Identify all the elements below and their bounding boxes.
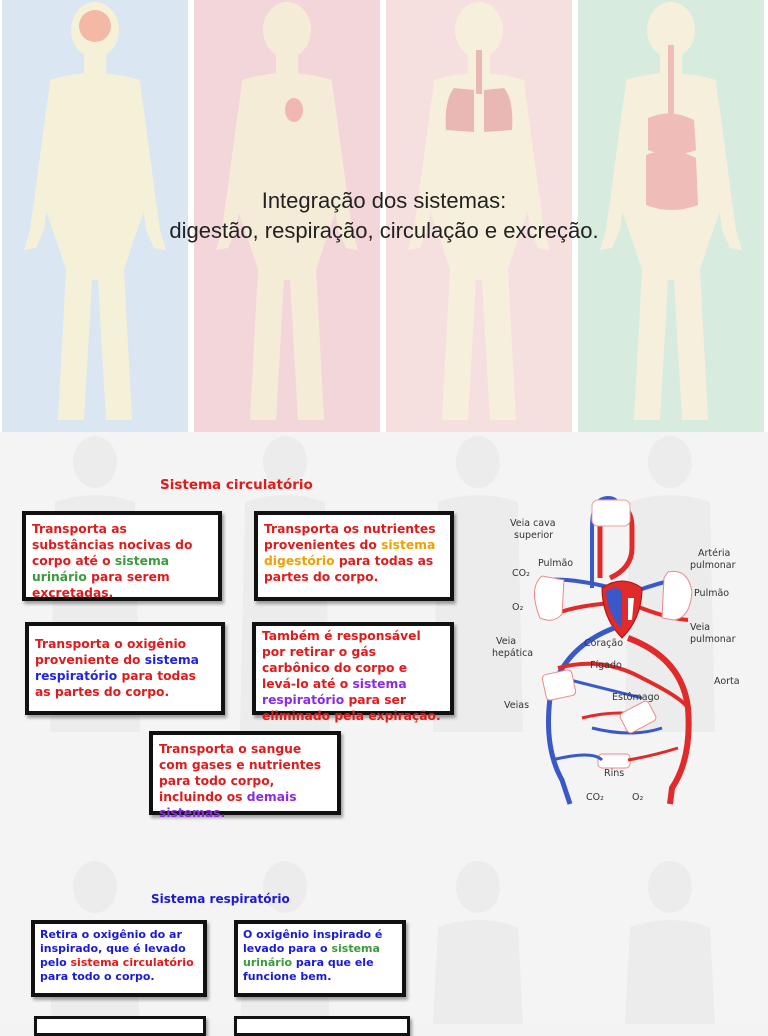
digestive-system-term: sistema digestório	[264, 538, 436, 568]
human-body-figure	[24, 2, 166, 420]
circulatory-card-co2: Também é responsável por retirar o gás c…	[252, 622, 454, 723]
card-text: O oxigênio inspirado é levado para o	[243, 928, 383, 955]
title-line-1: Integração dos sistemas:	[261, 188, 507, 213]
circulation-diagram: Veia cava superior Pulmão CO₂ O₂ Artéria…	[492, 495, 740, 805]
label-veia-hepatica: Veia	[496, 636, 516, 647]
card-text: para serem excretadas.	[32, 570, 170, 600]
circulatory-card-oxygen: Transporta o oxigênio proveniente do sis…	[25, 622, 225, 715]
respiratory-card-oxygen: Retira o oxigênio do ar inspirado, que é…	[31, 920, 207, 997]
human-body-figure	[408, 2, 550, 420]
label-o2-bottom: O₂	[632, 792, 643, 803]
label-co2-bottom: CO₂	[586, 792, 604, 803]
label-pulmao-right: Pulmão	[694, 588, 729, 599]
respiratory-card-partial-2	[234, 1016, 410, 1036]
label-o2: O₂	[512, 602, 523, 613]
label-co2: CO₂	[512, 568, 530, 579]
circulatory-panel	[194, 0, 380, 432]
respiratory-heading: Sistema respiratório	[151, 892, 290, 906]
respiratory-system-term: sistema respiratório	[35, 653, 199, 683]
slide-title: Integração dos sistemas: digestão, respi…	[0, 186, 768, 246]
label-hepatica: hepática	[492, 648, 533, 659]
respiratory-panel	[386, 0, 572, 432]
circulatory-system-term: sistema circulatório	[70, 956, 194, 969]
label-rins: Rins	[604, 768, 624, 779]
card-text: Transporta os nutrientes provenientes do	[264, 522, 436, 552]
respiratory-card-partial-1	[34, 1016, 206, 1036]
nervous-panel	[2, 0, 188, 432]
respiratory-system-term: sistema respiratório	[262, 677, 407, 707]
human-body-figure	[216, 2, 358, 420]
title-line-2: digestão, respiração, circulação e excre…	[169, 218, 599, 243]
intro-slide: Integração dos sistemas: digestão, respi…	[0, 0, 768, 432]
card-text: para todas as partes do corpo.	[264, 554, 434, 584]
label-pulmonar-v: pulmonar	[690, 634, 736, 645]
human-body-figure	[600, 2, 742, 420]
label-estomago: Estômago	[612, 692, 660, 703]
card-text: para todo o corpo.	[40, 970, 155, 983]
circulatory-heading: Sistema circulatório	[160, 477, 313, 493]
label-aorta: Aorta	[714, 676, 740, 687]
label-veia-cava: Veia cava	[510, 518, 556, 529]
card-text: Também é responsável por retirar o gás c…	[262, 629, 421, 691]
circulatory-card-excretion: Transporta as substâncias nocivas do cor…	[22, 511, 222, 601]
label-veia-pulmonar: Veia	[690, 622, 710, 633]
card-text: para todas as partes do corpo.	[35, 669, 196, 699]
card-text: Transporta as substâncias nocivas do cor…	[32, 522, 193, 568]
label-arteria: Artéria	[698, 548, 730, 559]
circulatory-card-blood: Transporta o sangue com gases e nutrient…	[149, 731, 341, 820]
circulatory-card-nutrients: Transporta os nutrientes provenientes do…	[254, 511, 454, 601]
digestive-panel	[578, 0, 764, 432]
card-text: para ser eliminado pela expiração.	[262, 693, 441, 723]
label-pulmonar-a: pulmonar	[690, 560, 736, 571]
urinary-system-term: sistema urinário	[32, 554, 170, 584]
label-coracao: Coração	[584, 638, 623, 649]
label-figado: Fígado	[590, 660, 622, 671]
card-text: Transporta o sangue com gases e nutrient…	[159, 742, 322, 804]
urinary-system-term: sistema urinário	[243, 942, 380, 969]
label-superior: superior	[514, 530, 553, 541]
label-veias: Veias	[504, 700, 529, 711]
card-text: Transporta o oxigênio proveniente do	[35, 637, 187, 667]
card-text: Retira o oxigênio do ar inspirado, que é…	[40, 928, 186, 969]
card-text: para que ele funcione bem.	[243, 956, 374, 983]
respiratory-card-urinary: O oxigênio inspirado é levado para o sis…	[234, 920, 406, 997]
label-pulmao-left: Pulmão	[538, 558, 573, 569]
other-systems-term: demais sistemas.	[159, 790, 297, 820]
